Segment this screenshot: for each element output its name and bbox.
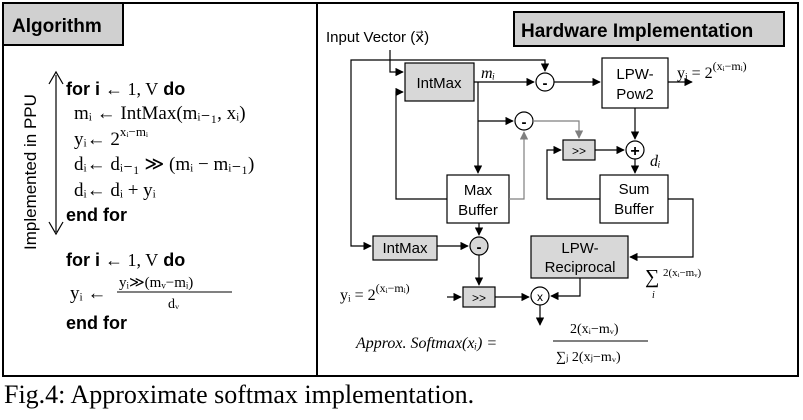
loop2-denominator: dᵥ (168, 297, 180, 312)
sum-buffer-block (599, 174, 669, 224)
outer-frame (2, 2, 799, 377)
max-buffer-label-2: Buffer (458, 202, 498, 219)
loop1-line-shift: dᵢ← dᵢ₋₁ ≫ (mᵢ − mᵢ₋₁) (74, 154, 254, 175)
wire-input-sub-top (390, 59, 550, 72)
intmax-bottom-label: IntMax (382, 240, 428, 257)
shift-top-label: >> (572, 144, 586, 158)
wire-group (350, 50, 694, 326)
di-label: dᵢ (650, 153, 661, 170)
sum-index: i (652, 290, 655, 301)
yi-input-label: yᵢ = 2(xᵢ−mᵢ) (340, 281, 410, 304)
loop2-header: for i ← 1, V do (66, 250, 185, 270)
lpw-pow2-label-2: Pow2 (616, 86, 654, 103)
mul-symbol: x (537, 290, 543, 304)
lpw-pow2-label-1: LPW- (616, 66, 653, 83)
wire-maxbuffer-sub-mid (509, 131, 529, 200)
hardware-title: Hardware Implementation (521, 21, 753, 42)
loop2-numerator: yᵢ≫(mᵥ−mᵢ) (119, 275, 193, 291)
loop1-end: end for (66, 205, 127, 225)
algorithm-title-box (2, 2, 124, 46)
mi-label: mᵢ (481, 65, 495, 82)
sum-sigma: ∑ (645, 266, 659, 288)
wire-sumbuffer-reciprocal (629, 198, 694, 262)
ppu-bracket-top-arrow (48, 70, 64, 85)
hardware-title-box (513, 11, 785, 47)
loop1-line-accum: dᵢ← dᵢ + yᵢ (74, 180, 156, 201)
sub-bottom-symbol: - (477, 239, 482, 256)
wire-sumbuffer-shift (546, 145, 600, 200)
loop1-header: for i ← 1, V do (66, 79, 185, 99)
wire-maxbuffer-feedback (395, 87, 447, 200)
wire-sub-mid-shift (533, 120, 584, 139)
wire-input-intmax-bottom (350, 59, 390, 251)
wire-input-intmax (389, 50, 404, 77)
softmax-numerator: 2(xᵢ−mᵥ) (570, 322, 619, 337)
loop1-line-max: mᵢ ← IntMax(mᵢ₋₁, xᵢ) (74, 103, 246, 124)
lpw-reciprocal-label-2: Reciprocal (545, 259, 616, 276)
add-symbol: + (630, 143, 639, 160)
algorithm-title: Algorithm (12, 16, 102, 37)
ppu-side-label: Implemented in PPU (21, 94, 40, 250)
intmax-top-block (404, 62, 475, 102)
input-vector-label: Input Vector (x⃗) (326, 29, 429, 46)
figure-caption: Fig.4: Approximate softmax implementatio… (4, 380, 475, 409)
max-buffer-label-1: Max (464, 182, 493, 199)
loop2-lhs: yᵢ ← (70, 283, 106, 304)
intmax-bottom-block (372, 235, 438, 261)
shift-bottom-label: >> (472, 291, 486, 305)
gray-wire-group (509, 120, 584, 200)
sum-buffer-label-1: Sum (619, 181, 650, 198)
wire-reciprocal-mul (550, 278, 581, 301)
softmax-lhs: Approx. Softmax(xᵢ) = (355, 335, 497, 352)
lpw-reciprocal-label-1: LPW- (561, 240, 598, 257)
sum-buffer-label-2: Buffer (614, 201, 654, 218)
softmax-denominator: ∑ⱼ 2(xⱼ−mᵥ) (556, 350, 621, 365)
ppu-bracket-bottom-arrow (48, 221, 64, 236)
sum-exponent: 2(xᵢ−mᵥ) (663, 267, 701, 279)
lpw-pow2-block (601, 57, 669, 109)
sub-top-symbol: - (543, 75, 548, 92)
intmax-top-label: IntMax (416, 75, 462, 92)
loop2-end: end for (66, 313, 127, 333)
max-buffer-block (446, 174, 510, 224)
yi-output-label: yᵢ = 2(xᵢ−mᵢ) (677, 59, 747, 82)
loop1-line-pow: yᵢ← 2xᵢ−mᵢ (74, 124, 149, 150)
sub-mid-symbol: - (522, 114, 527, 131)
